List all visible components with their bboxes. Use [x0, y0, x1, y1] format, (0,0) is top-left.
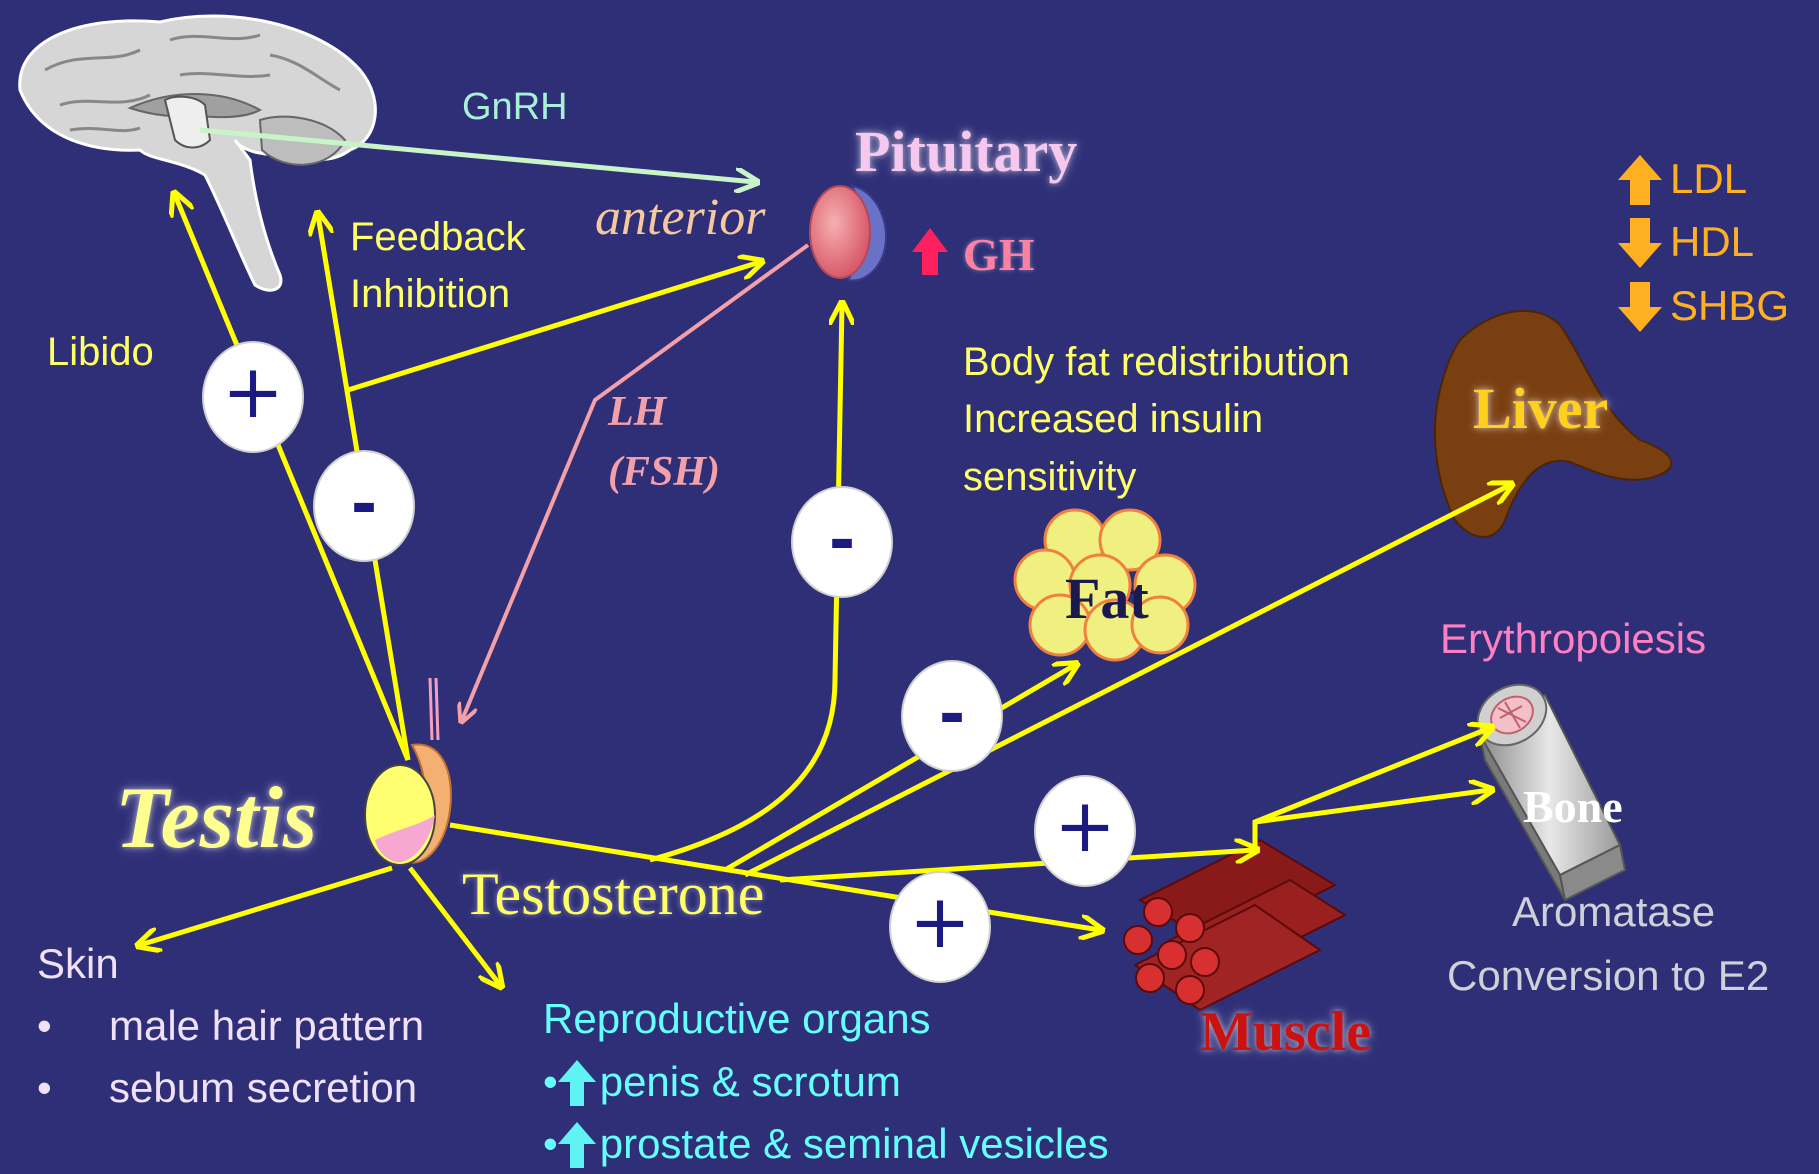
- bullet: •: [37, 1064, 77, 1112]
- minus-sign-pituitary-feedback: -: [792, 491, 892, 591]
- libido-label: Libido: [47, 330, 154, 375]
- fat-label: Fat: [1065, 565, 1149, 632]
- skin-item-text: male hair pattern: [109, 1002, 424, 1049]
- gh-up-arrow: [912, 228, 948, 275]
- minus-sign-brain-feedback: -: [314, 455, 414, 555]
- reproductive-item-text: penis & scrotum: [600, 1058, 901, 1105]
- bone-label: Bone: [1523, 780, 1623, 833]
- bullet: •: [37, 1002, 77, 1050]
- bullet: •: [543, 1120, 558, 1167]
- muscle-label: Muscle: [1200, 1000, 1371, 1064]
- plus-sign-muscle: +: [890, 872, 990, 972]
- plus-sign-bone: +: [1035, 776, 1135, 876]
- skin-item-hair: • male hair pattern: [37, 1002, 424, 1050]
- minus-sign-fat: -: [902, 665, 1002, 765]
- skin-item-sebum: • sebum secretion: [37, 1064, 417, 1112]
- body-fat-label-line1: Body fat redistribution: [963, 340, 1350, 385]
- shbg-down-arrow: [1618, 282, 1662, 332]
- feedback-label-line1: Feedback: [350, 215, 526, 260]
- feedback-label-line2: Inhibition: [350, 272, 510, 317]
- gnrh-label: GnRH: [462, 86, 568, 129]
- body-fat-label-line3: sensitivity: [963, 455, 1136, 500]
- skin-label: Skin: [37, 940, 119, 988]
- plus-sign-libido: +: [203, 342, 303, 442]
- aromatase-label-line2: Conversion to E2: [1447, 952, 1769, 1000]
- liver-label: Liver: [1473, 375, 1608, 442]
- pituitary-gland: [810, 186, 886, 280]
- up-arrow-icon: [558, 1060, 596, 1106]
- liver-effect-arrows: [1618, 155, 1662, 332]
- hdl-label: HDL: [1670, 218, 1754, 266]
- aromatase-label-line1: Aromatase: [1512, 888, 1715, 936]
- testis-label: Testis: [115, 768, 317, 869]
- testosterone-label: Testosterone: [462, 860, 764, 929]
- reproductive-item-prostate: • prostate & seminal vesicles: [543, 1120, 1109, 1168]
- bullet: •: [543, 1058, 558, 1105]
- ldl-label: LDL: [1670, 155, 1747, 203]
- body-fat-label-line2: Increased insulin: [963, 397, 1263, 442]
- hdl-down-arrow: [1618, 218, 1662, 268]
- shbg-label: SHBG: [1670, 282, 1789, 330]
- ldl-up-arrow: [1618, 155, 1662, 205]
- gh-label: GH: [963, 228, 1035, 281]
- erythropoiesis-label: Erythropoiesis: [1440, 615, 1706, 663]
- skin-item-text: sebum secretion: [109, 1064, 417, 1111]
- lh-label: LH: [608, 388, 666, 436]
- reproductive-title: Reproductive organs: [543, 995, 931, 1043]
- reproductive-item-penis: • penis & scrotum: [543, 1058, 901, 1106]
- reproductive-item-text: prostate & seminal vesicles: [600, 1120, 1109, 1167]
- up-arrow-icon: [558, 1122, 596, 1168]
- anterior-label: anterior: [595, 188, 765, 247]
- fsh-label: (FSH): [608, 448, 720, 496]
- muscle-bundle: [1124, 840, 1345, 1010]
- testis-illustration: [365, 678, 451, 865]
- pituitary-label: Pituitary: [855, 118, 1077, 185]
